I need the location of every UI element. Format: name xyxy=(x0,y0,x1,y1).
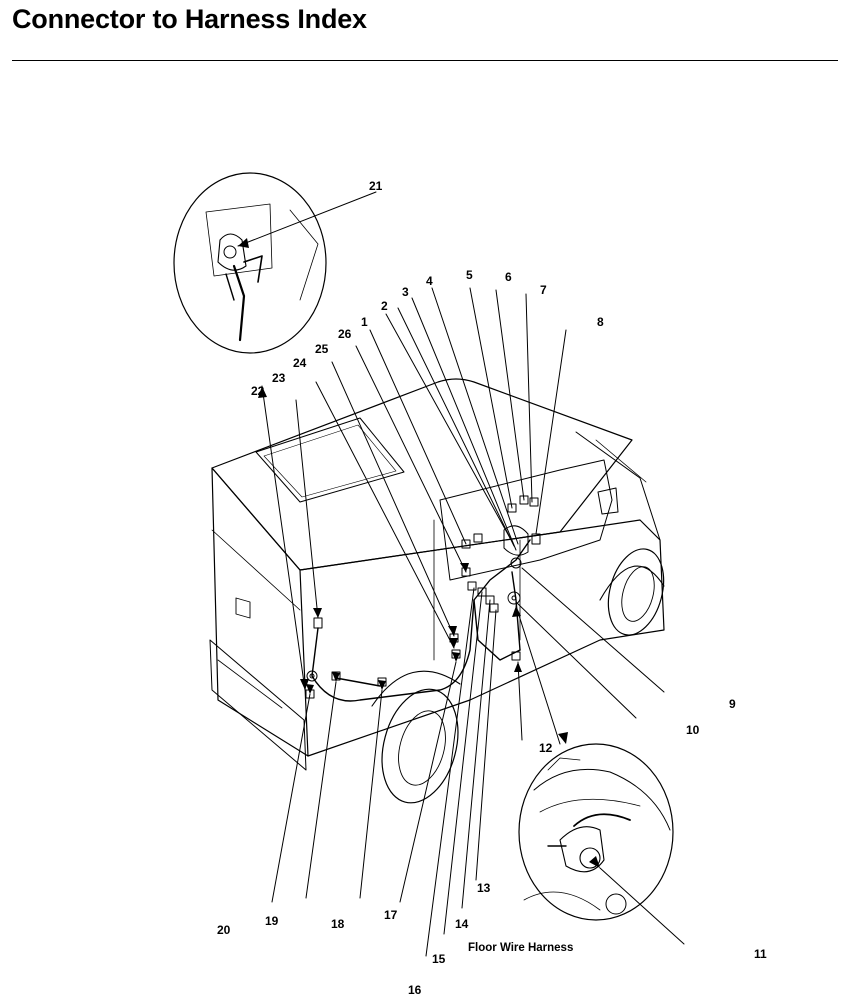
callout-5: 5 xyxy=(466,268,473,282)
callout-21: 21 xyxy=(369,179,383,193)
callout-1: 1 xyxy=(361,315,368,329)
callout-25: 25 xyxy=(315,342,329,356)
callout-17: 17 xyxy=(384,908,398,922)
page-title: Connector to Harness Index xyxy=(12,4,367,34)
callout-2: 2 xyxy=(381,299,388,313)
callout-26: 26 xyxy=(338,327,352,341)
floor-wire-harness-label: Floor Wire Harness xyxy=(468,942,573,954)
callout-7: 7 xyxy=(540,283,547,297)
harness-route xyxy=(311,539,531,702)
callout-12: 12 xyxy=(539,741,553,755)
arrowheads xyxy=(238,238,600,868)
leader-lines xyxy=(237,191,685,957)
arrowheads-secondary xyxy=(300,606,521,690)
title-divider xyxy=(12,60,838,61)
callout-13: 13 xyxy=(477,881,491,895)
callout-19: 19 xyxy=(265,914,279,928)
callout-9: 9 xyxy=(729,697,736,711)
callout-16: 16 xyxy=(408,983,422,997)
callout-4: 4 xyxy=(426,274,433,288)
callout-10: 10 xyxy=(686,723,700,737)
callout-18: 18 xyxy=(331,917,345,931)
callout-11: 11 xyxy=(754,947,767,961)
vehicle-outline xyxy=(209,378,665,804)
callout-22: 22 xyxy=(251,384,265,398)
callout-14: 14 xyxy=(455,917,469,931)
detail-callout-upper xyxy=(173,172,327,354)
callout-6: 6 xyxy=(505,270,512,284)
callout-3: 3 xyxy=(402,285,409,299)
callout-20: 20 xyxy=(217,923,231,937)
callout-24: 24 xyxy=(293,356,307,370)
detail-callout-lower xyxy=(518,743,674,921)
callout-15: 15 xyxy=(432,952,446,966)
callout-23: 23 xyxy=(272,371,286,385)
callout-8: 8 xyxy=(597,315,604,329)
callout-labels: 1 2 3 4 5 6 7 8 9 10 11 12 13 14 15 16 1… xyxy=(217,179,767,997)
